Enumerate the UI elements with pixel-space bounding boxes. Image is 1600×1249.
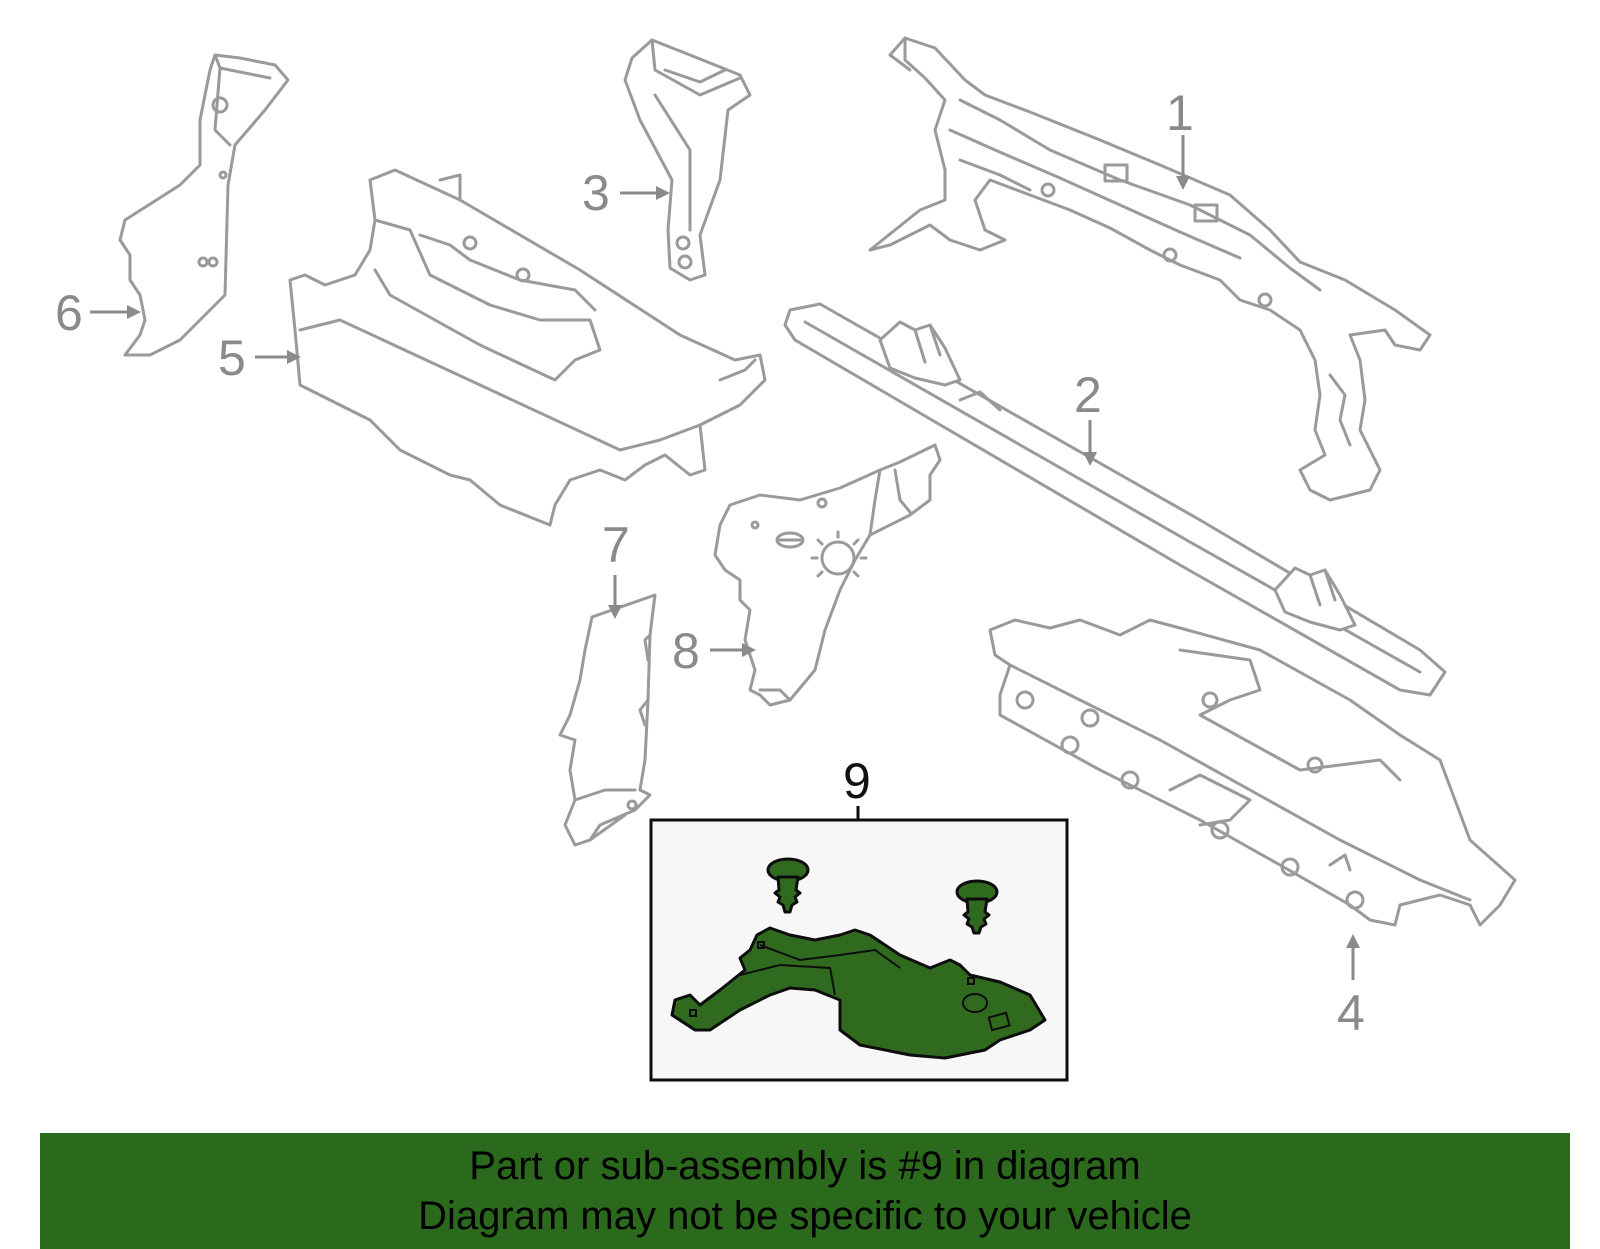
callout-label-9: 9	[843, 753, 871, 809]
push-pin-clip-right[interactable]	[955, 879, 999, 935]
callout-arrow-7	[608, 575, 622, 619]
part-4-air-deflector[interactable]	[988, 618, 1517, 927]
callout-label-2: 2	[1074, 367, 1102, 423]
callout-label-1: 1	[1166, 85, 1194, 141]
callout-label-3: 3	[582, 165, 610, 221]
callout-label-7: 7	[602, 517, 630, 573]
callout-arrow-2	[1083, 420, 1097, 466]
part-2-lower-tie-bar[interactable]	[783, 302, 1447, 697]
callout-label-6: 6	[55, 285, 83, 341]
callout-arrow-1	[1176, 135, 1190, 190]
part-8-headlamp-bracket[interactable]	[713, 443, 942, 707]
callout-arrow-6	[90, 305, 141, 319]
callout-label-5: 5	[218, 330, 246, 386]
part-1-radiator-support[interactable]	[868, 36, 1432, 502]
callout-arrow-8	[710, 643, 756, 657]
footer-banner: Part or sub-assembly is #9 in diagram Di…	[40, 1133, 1570, 1249]
callout-label-8: 8	[672, 623, 700, 679]
part-6-side-shield[interactable]	[118, 53, 290, 357]
callout-arrow-3	[620, 186, 670, 200]
push-pin-clip-left[interactable]	[766, 857, 810, 914]
callout-arrow-5	[255, 350, 301, 364]
callout-arrow-4	[1346, 934, 1360, 980]
part-5-upper-deflector[interactable]	[288, 168, 767, 527]
footer-part-note: Part or sub-assembly is #9 in diagram	[469, 1144, 1141, 1188]
part-9-callout-box[interactable]	[649, 806, 1069, 1082]
part-3-side-bracket[interactable]	[623, 38, 752, 282]
part-7-side-seal[interactable]	[558, 593, 657, 847]
splash-shield-part-9[interactable]	[670, 926, 1047, 1060]
footer-disclaimer: Diagram may not be specific to your vehi…	[418, 1194, 1192, 1238]
callout-label-4: 4	[1337, 985, 1365, 1041]
